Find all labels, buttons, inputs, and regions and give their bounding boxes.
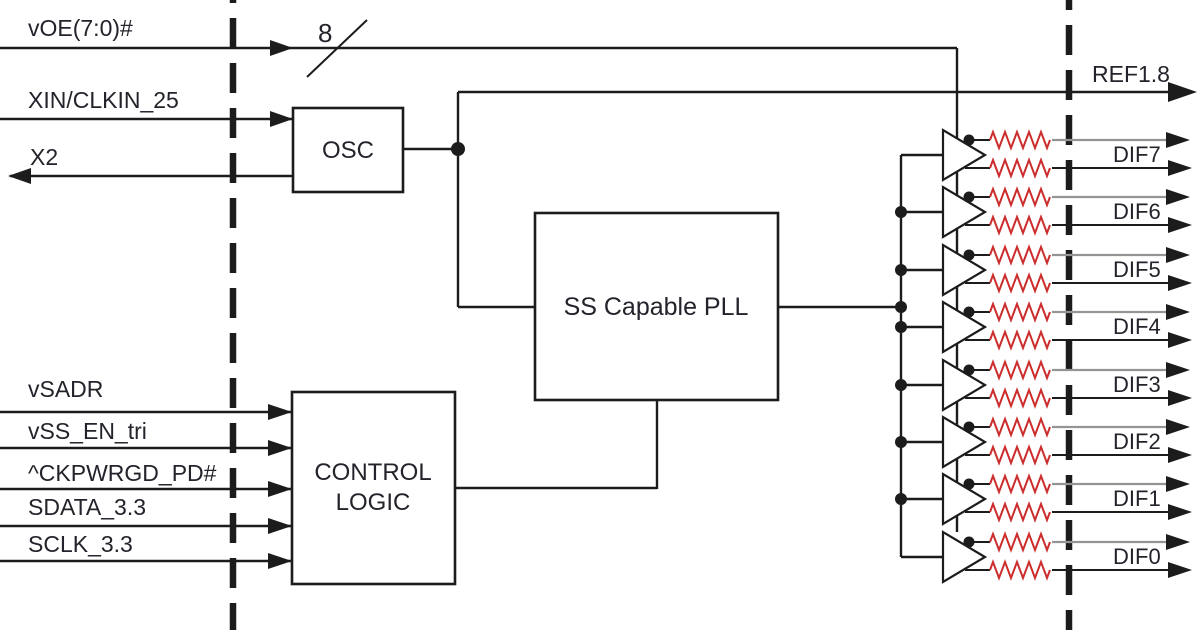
buffer-triangle-icon [941, 358, 988, 412]
dif-upper-arrowhead-icon [1166, 362, 1190, 378]
bus-width-label: 8 [318, 18, 332, 48]
buffer-triangle-icon [941, 472, 988, 526]
dif-channel-label: DIF1 [1113, 486, 1161, 511]
dif-channel-label: DIF0 [1113, 544, 1161, 569]
dif-upper-arrowhead-icon [1166, 189, 1190, 205]
dif-upper-arrowhead-icon [1166, 304, 1190, 320]
buffer-junction-dot [895, 264, 907, 276]
series-resistor-icon [989, 329, 1051, 351]
control-logic-label-line1: CONTROL [314, 459, 431, 486]
dif-lower-arrowhead-icon [1168, 217, 1192, 233]
buffer-junction-dot [895, 379, 907, 391]
dif-output-buffer: DIF4 [895, 300, 1192, 354]
dif-output-buffer: DIF5 [895, 243, 1192, 297]
series-resistor-icon [989, 301, 1051, 323]
series-resistor-icon [989, 501, 1051, 523]
control-input-arrowhead-icon [268, 440, 292, 456]
control-logic-label-line2: LOGIC [336, 489, 411, 516]
voe-arrowhead-icon [270, 40, 293, 56]
pll-label: SS Capable PLL [564, 293, 749, 321]
buffer-junction-dot [895, 206, 907, 218]
dif-lower-arrowhead-icon [1168, 332, 1192, 348]
osc-block [291, 106, 405, 194]
buffer-junction-dot [895, 493, 907, 505]
series-resistor-icon [989, 157, 1051, 179]
dif-lower-arrowhead-icon [1168, 447, 1192, 463]
buffer-junction-dot [895, 321, 907, 333]
control-logic-block [290, 390, 457, 586]
dif-output-buffer: DIF0 [901, 530, 1192, 584]
buffer-triangle-icon [941, 530, 988, 584]
control-input-row: SCLK_3.3 [0, 531, 292, 569]
dif-output-buffer: DIF1 [895, 472, 1192, 526]
dif-lower-arrowhead-icon [1168, 562, 1192, 578]
dif-channel-label: DIF4 [1113, 314, 1161, 339]
control-input-arrowhead-icon [268, 518, 292, 534]
series-resistor-icon [989, 359, 1051, 381]
control-input-label: vSS_EN_tri [28, 418, 147, 444]
bus-width-slash [306, 19, 368, 78]
buffer-triangle-icon [941, 185, 988, 239]
control-input-arrowhead-icon [268, 553, 292, 569]
x2-label: X2 [30, 144, 58, 170]
control-input-row: ^CKPWRGD_PD# [0, 460, 292, 497]
dif-output-buffer: DIF7 [901, 128, 1192, 182]
dif-lower-arrowhead-icon [1168, 160, 1192, 176]
x2-arrowhead-icon [8, 168, 31, 184]
series-resistor-icon [989, 444, 1051, 466]
series-resistor-icon [989, 214, 1051, 236]
xin-label: XIN/CLKIN_25 [28, 87, 179, 113]
control-input-label: SDATA_3.3 [28, 494, 146, 520]
buffer-triangle-icon [941, 415, 988, 469]
control-input-label: vSADR [28, 376, 103, 402]
control-input-label: ^CKPWRGD_PD# [28, 460, 217, 486]
dif-upper-arrowhead-icon [1166, 419, 1190, 435]
dif-lower-arrowhead-icon [1168, 390, 1192, 406]
dif-channel-label: DIF6 [1113, 199, 1161, 224]
ref-arrowhead-icon [1168, 82, 1197, 102]
dif-output-buffer: DIF6 [895, 185, 1192, 239]
xin-arrowhead-icon [270, 111, 293, 127]
buffer-junction-dot [895, 436, 907, 448]
buffer-triangle-icon [941, 300, 988, 354]
dif-lower-arrowhead-icon [1168, 275, 1192, 291]
control-input-row: SDATA_3.3 [0, 494, 292, 534]
osc-label: OSC [322, 137, 374, 164]
control-input-row: vSADR [0, 376, 292, 420]
series-resistor-icon [989, 416, 1051, 438]
dif-upper-arrowhead-icon [1166, 534, 1190, 550]
buffer-triangle-icon [941, 128, 988, 182]
series-resistor-icon [989, 244, 1051, 266]
buffer-triangle-icon [941, 243, 988, 297]
control-input-row: vSS_EN_tri [0, 418, 292, 456]
control-input-arrowhead-icon [268, 404, 292, 420]
series-resistor-icon [989, 129, 1051, 151]
dif-output-buffer: DIF3 [895, 358, 1192, 412]
control-input-label: SCLK_3.3 [28, 531, 133, 557]
series-resistor-icon [989, 387, 1051, 409]
dif-lower-arrowhead-icon [1168, 504, 1192, 520]
dif-channel-label: DIF2 [1113, 429, 1161, 454]
dif-channel-label: DIF3 [1113, 372, 1161, 397]
voe-label: vOE(7:0)# [28, 15, 133, 41]
series-resistor-icon [989, 473, 1051, 495]
dif-channel-label: DIF5 [1113, 257, 1161, 282]
series-resistor-icon [989, 186, 1051, 208]
dif-upper-arrowhead-icon [1166, 476, 1190, 492]
series-resistor-icon [989, 531, 1051, 553]
series-resistor-icon [989, 559, 1051, 581]
control-input-arrowhead-icon [268, 481, 292, 497]
dif-output-buffer: DIF2 [895, 415, 1192, 469]
ref-label: REF1.8 [1092, 61, 1170, 87]
dif-upper-arrowhead-icon [1166, 247, 1190, 263]
pll-block [533, 211, 780, 402]
series-resistor-icon [989, 272, 1051, 294]
dif-channel-label: DIF7 [1113, 142, 1161, 167]
dif-upper-arrowhead-icon [1166, 132, 1190, 148]
